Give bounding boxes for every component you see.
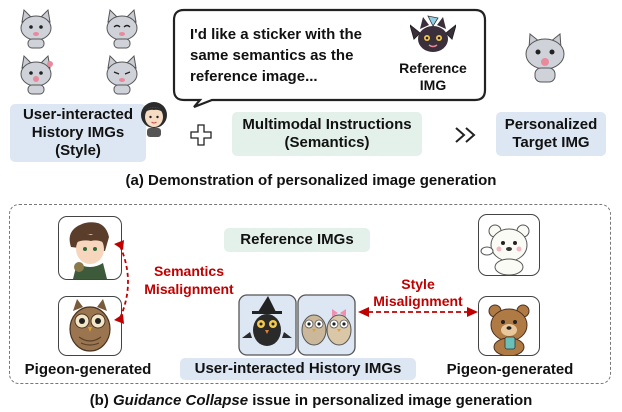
personalized-target-label: Personalized Target IMG bbox=[496, 112, 606, 156]
pigeon-owl-card bbox=[58, 296, 122, 356]
style-misalignment-label: Style Misalignment bbox=[373, 276, 463, 309]
multimodal-instructions-label: Multimodal Instructions (Semantics) bbox=[232, 112, 422, 156]
style-misalignment-arrow bbox=[358, 304, 478, 320]
reference-sticker bbox=[410, 15, 456, 59]
target-sticker bbox=[520, 30, 570, 86]
guidance-collapse-panel bbox=[9, 204, 611, 384]
cat-sticker-1 bbox=[20, 8, 52, 49]
cat-sticker-4 bbox=[106, 54, 138, 95]
speech-text: I'd like a sticker with the same semanti… bbox=[190, 26, 362, 85]
plus-icon bbox=[190, 124, 212, 146]
semantics-misalignment-label: Semantics Misalignment bbox=[144, 263, 234, 297]
reference-imgs-label: Reference IMGs bbox=[224, 228, 370, 252]
user-interacted-history-imgs-label: User-interacted History IMGs bbox=[180, 358, 416, 380]
twin-owls-icon bbox=[301, 309, 352, 346]
reference-character-card bbox=[58, 216, 122, 280]
cat-sticker-3 bbox=[20, 54, 53, 95]
speech-bubble bbox=[172, 8, 487, 108]
reference-bear-card bbox=[478, 214, 540, 276]
reference-img-label: Reference IMG bbox=[399, 60, 467, 93]
semantics-misalignment-arrow bbox=[112, 234, 140, 330]
caption-b-italic: Guidance Collapse bbox=[113, 392, 249, 409]
history-imgs-style-label: User-interacted History IMGs (Style) bbox=[10, 104, 146, 162]
double-chevron-icon bbox=[454, 126, 482, 144]
caption-b-suffix: issue in personalized image generation bbox=[248, 392, 533, 409]
caption-b: (b) Guidance Collapse issue in personali… bbox=[0, 392, 622, 410]
caption-a: (a) Demonstration of personalized image … bbox=[125, 172, 497, 189]
pigeon-bear-card bbox=[478, 296, 540, 356]
history-imgs-pair bbox=[238, 294, 356, 356]
history-sticker-grid bbox=[14, 8, 152, 100]
user-avatar bbox=[138, 101, 170, 137]
cat-sticker-2 bbox=[106, 8, 138, 49]
witch-owl-icon bbox=[242, 296, 292, 346]
pigeon-generated-left-label: Pigeon-generated bbox=[24, 361, 152, 378]
caption-b-prefix: (b) bbox=[89, 392, 114, 409]
pigeon-generated-right-label: Pigeon-generated bbox=[446, 361, 574, 378]
